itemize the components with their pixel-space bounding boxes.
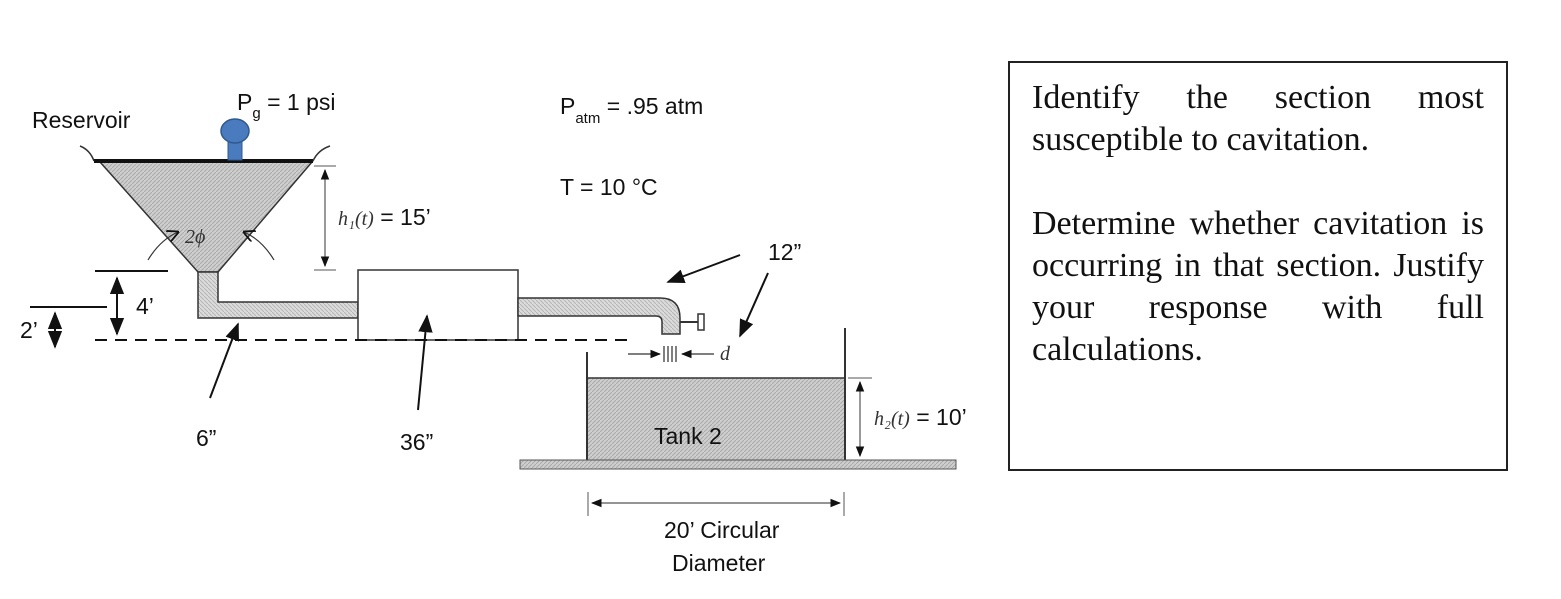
leader-6in: [209, 322, 240, 399]
problem-paragraph-2: Determine whether cavitation is occurrin…: [1032, 205, 1484, 368]
gauge-pressure-label: Pg = 1 psi: [237, 89, 335, 122]
angle-arc-left: [147, 232, 178, 261]
angle-arc-right: [244, 232, 275, 261]
diameter-label-line2: Diameter: [672, 550, 766, 576]
pipe-12in: [517, 297, 681, 335]
reservoir-left-lip: [79, 145, 95, 162]
jet-diameter-label: d: [720, 343, 731, 365]
dimension-2ft: [30, 306, 107, 349]
tank-2-label: Tank 2: [654, 423, 722, 449]
ground: [519, 459, 957, 470]
pipe-6in-label: 6”: [196, 425, 216, 451]
pressure-gauge-icon: [220, 118, 250, 161]
four-ft-label: 4’: [136, 293, 154, 319]
leader-12in: [666, 254, 741, 284]
pipe-section-36in: [357, 269, 519, 341]
tank-2: [519, 328, 957, 470]
pipe-6in: [197, 271, 359, 319]
reservoir-right-lip: [312, 145, 331, 162]
pipe-12in-label: 12”: [768, 239, 801, 265]
reservoir: [79, 145, 331, 273]
problem-paragraph-1: Identify the section most susceptible to…: [1032, 79, 1484, 158]
two-phi-label: 2ϕ: [185, 226, 205, 248]
dimension-tank-diameter: [587, 492, 845, 516]
problem-statement-box: Identify the section most susceptible to…: [1008, 61, 1508, 471]
tank-fluid: [588, 378, 844, 462]
two-ft-label: 2’: [20, 317, 38, 343]
dimension-h2: [848, 377, 872, 458]
reservoir-label: Reservoir: [32, 107, 131, 133]
leader-36in: [417, 314, 433, 411]
cavitation-system-diagram: Reservoir Pg = 1 psi Patm = .95 atm T = …: [20, 89, 967, 576]
dimension-h1: [314, 165, 336, 271]
h1-label: h₁(t) = 15’: [338, 204, 431, 230]
faucet-valve-icon: [680, 313, 705, 331]
atmospheric-pressure-label: Patm = .95 atm: [560, 93, 703, 127]
pipe-36in-label: 36”: [400, 429, 433, 455]
water-jet: [628, 346, 714, 362]
temperature-label: T = 10 °C: [560, 174, 658, 200]
dimension-4ft: [95, 270, 168, 336]
leader-d: [739, 272, 769, 338]
diameter-label-line1: 20’ Circular: [664, 517, 780, 543]
h2-label: h₂(t) = 10’: [874, 404, 967, 430]
reservoir-fluid: [98, 161, 314, 273]
